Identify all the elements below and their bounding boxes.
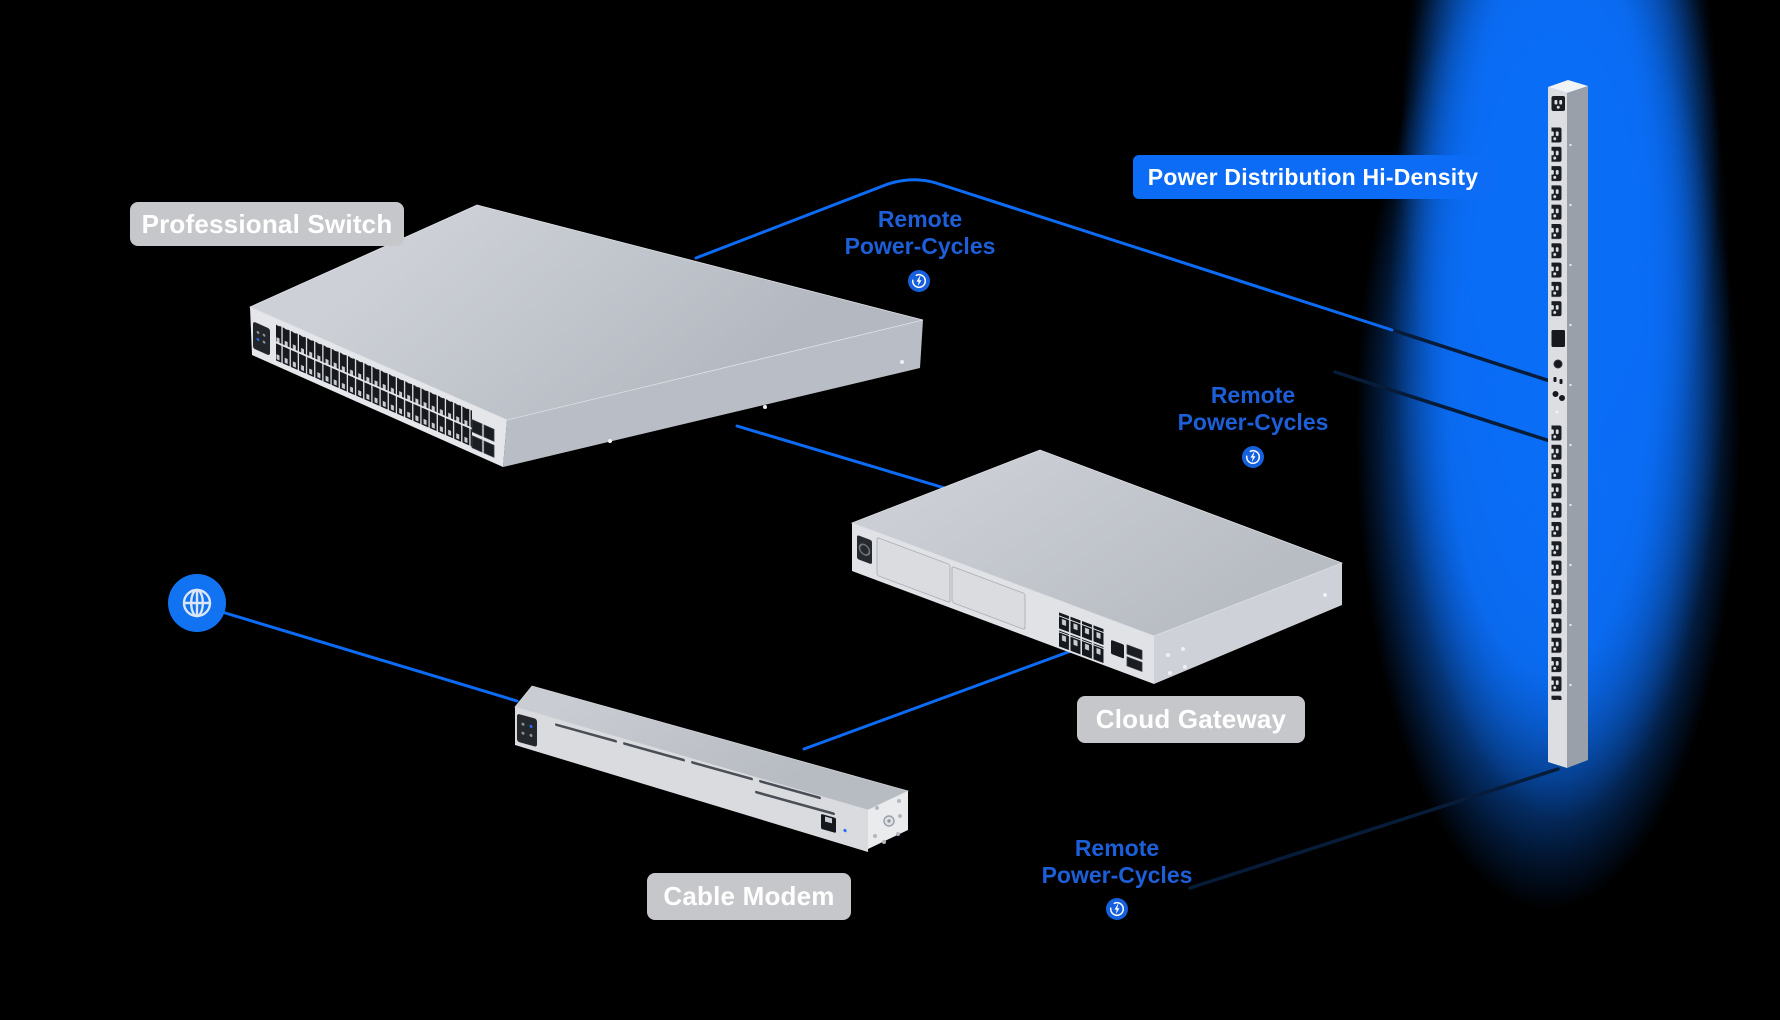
modem-end-cap — [873, 799, 902, 844]
gateway-power-port — [857, 535, 872, 564]
gateway-drive-tray-2 — [951, 566, 1026, 630]
line-internet-to-modem — [220, 610, 519, 703]
annotation-line2: Power-Cycles — [1177, 409, 1329, 435]
cloud-gateway-device — [850, 449, 1344, 684]
gateway-front-panel — [857, 535, 1143, 672]
professional-switch-device — [249, 204, 924, 467]
professional-switch-label: Professional Switch — [130, 202, 404, 246]
line-modem-to-pdu-dark — [1188, 767, 1560, 890]
globe-icon — [168, 574, 226, 632]
gateway-wan-port — [1111, 640, 1124, 659]
cloud-gateway-label-text: Cloud Gateway — [1095, 704, 1287, 734]
pdu-label: Power Distribution Hi-Density — [1133, 155, 1493, 199]
annotation-line1: Remote — [877, 206, 963, 232]
line-gateway-to-pdu-dark — [1333, 370, 1552, 443]
remote-power-cycles-annotation-2: Remote Power-Cycles — [1143, 382, 1363, 436]
power-cycle-icon — [1106, 898, 1128, 920]
gateway-drive-tray-1 — [876, 537, 951, 603]
gateway-rj45-ports-row1 — [1058, 612, 1104, 646]
connection-lines — [220, 178, 1560, 890]
modem-front-panel — [517, 714, 847, 833]
gateway-rj45-ports-row2 — [1058, 630, 1104, 664]
modem-rj45-port — [821, 814, 836, 833]
cable-modem-device — [514, 685, 909, 852]
power-distribution-device — [1548, 80, 1588, 768]
annotation-line1: Remote — [1074, 835, 1160, 861]
modem-vent-slots — [555, 723, 835, 816]
switch-rj45-ports-row2 — [276, 343, 472, 447]
line-switch-to-pdu — [694, 178, 1394, 332]
line-switch-to-pdu-dark — [1378, 324, 1552, 383]
annotation-line1: Remote — [1210, 382, 1296, 408]
cable-modem-label: Cable Modem — [647, 873, 851, 920]
pdu-label-text: Power Distribution Hi-Density — [1147, 163, 1479, 190]
switch-front-panel — [253, 322, 495, 458]
modem-display — [517, 714, 537, 747]
professional-switch-label-text: Professional Switch — [141, 208, 393, 239]
annotation-line2: Power-Cycles — [1041, 862, 1193, 888]
remote-power-cycles-annotation-1: Remote Power-Cycles — [810, 206, 1030, 260]
annotation-line2: Power-Cycles — [844, 233, 996, 259]
cloud-gateway-label: Cloud Gateway — [1077, 696, 1305, 743]
pdu-outlet-bank-upper — [1551, 126, 1565, 319]
switch-display — [253, 322, 270, 355]
pdu-control-panel — [1551, 330, 1565, 414]
line-modem-to-gateway — [802, 649, 1073, 751]
switch-rj45-ports-row1 — [276, 324, 472, 428]
pdu-outlet-top — [1551, 96, 1565, 111]
line-switch-to-gateway — [735, 424, 950, 491]
gateway-sfp-ports — [1126, 644, 1143, 672]
cable-modem-label-text: Cable Modem — [663, 881, 835, 911]
remote-power-cycles-annotation-3: Remote Power-Cycles — [1007, 835, 1227, 889]
switch-sfp-ports — [471, 419, 495, 458]
power-cycle-icon — [1242, 446, 1264, 468]
pdu-side-leds — [1569, 143, 1572, 687]
power-cycle-icon — [908, 270, 930, 292]
pdu-outlet-bank-lower — [1551, 424, 1565, 700]
